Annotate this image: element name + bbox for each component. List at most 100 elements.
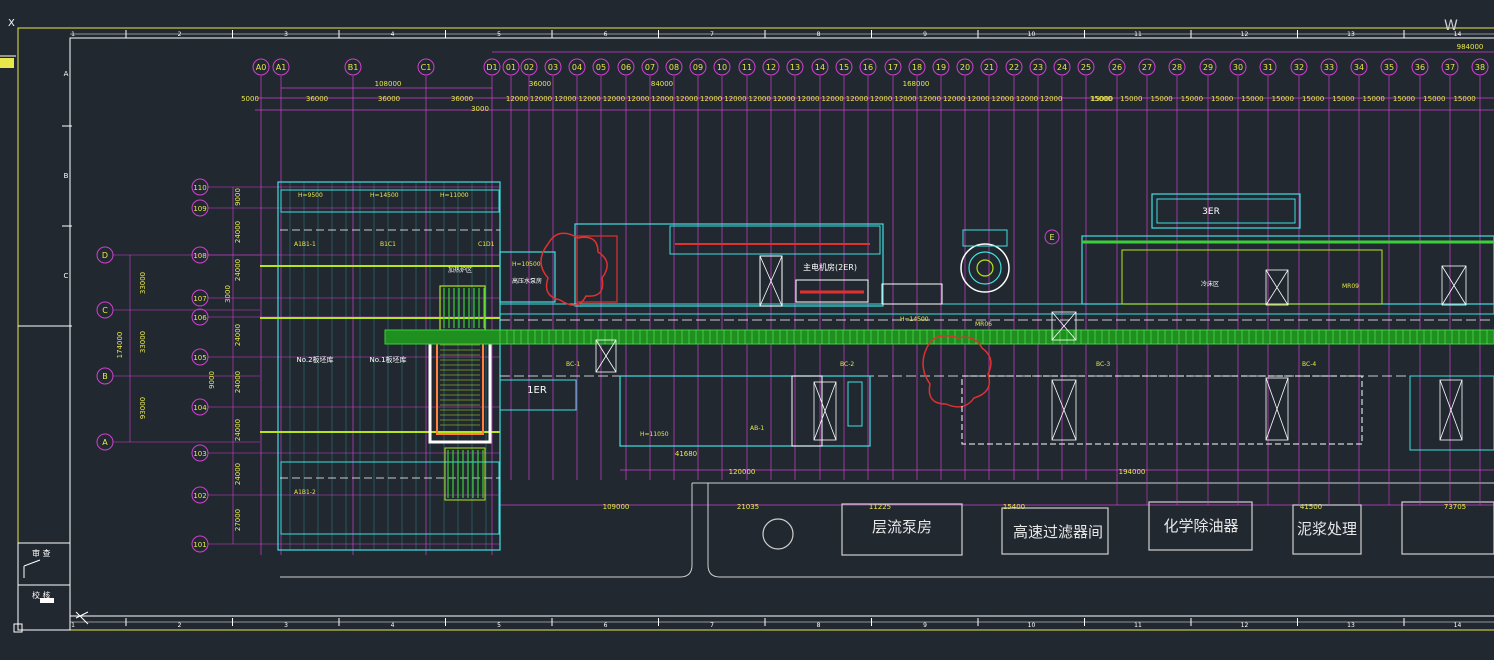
dimension-segment: 15000 (1150, 95, 1172, 103)
axis-bubble (1138, 58, 1156, 76)
dimension-segment: 12000 (1040, 95, 1062, 103)
axis-label: A0 (256, 63, 267, 72)
col-index-top: 11 (1134, 31, 1142, 38)
axis-label: 08 (669, 63, 679, 72)
axis-bubble (568, 58, 586, 76)
building-name: 化学除油器 (1163, 517, 1238, 535)
col-index-bottom: 11 (1134, 622, 1142, 629)
axis-bubble (665, 58, 683, 76)
dimension-segment: 15000 (1363, 95, 1385, 103)
axis-label: C1 (421, 63, 432, 72)
axis-label: 11 (742, 63, 752, 72)
dimension-top: 5000 (241, 95, 259, 103)
revision-cloud (540, 232, 608, 306)
dimension-top: 15000 (1091, 95, 1113, 103)
finishing-building (961, 375, 1363, 445)
annotation: MR09 (1342, 283, 1359, 290)
left-axis-label: 101 (193, 541, 206, 549)
axis-bubble (1350, 58, 1368, 76)
dimension-left: 24000 (234, 419, 242, 441)
left-axis-label: 102 (193, 492, 206, 500)
close-icon[interactable]: X (8, 18, 15, 29)
axis-label: 27 (1142, 63, 1152, 72)
col-index-top: 14 (1454, 31, 1462, 38)
dimension-segment: 12000 (821, 95, 843, 103)
axis-label: 25 (1081, 63, 1091, 72)
axis-bubble (641, 58, 659, 76)
dimension-left: 174000 (116, 332, 124, 359)
slab-yard-outline (277, 181, 501, 551)
axis-bubble (1471, 58, 1489, 76)
annotation: BC-4 (1302, 361, 1316, 368)
reheating-furnace (428, 330, 492, 444)
aux-axis-label: B (102, 372, 108, 381)
left-axis-label: 104 (193, 404, 207, 412)
axis-label: 03 (548, 63, 558, 72)
annotation: A1B1-2 (294, 489, 316, 496)
col-index-top: 9 (923, 31, 927, 38)
title-block-review: 审 查 (32, 549, 51, 558)
col-index-bottom: 13 (1347, 622, 1355, 629)
1er-room (499, 379, 577, 411)
dimension-segment: 15000 (1120, 95, 1142, 103)
left-axis-label: 106 (193, 314, 207, 322)
room-label: No.2板坯库 (296, 355, 333, 364)
cooling-bed (1121, 249, 1383, 305)
dimension-segment: 12000 (578, 95, 600, 103)
col-index-bottom: 14 (1454, 622, 1462, 629)
axis-label: 37 (1445, 63, 1455, 72)
round-tank (762, 518, 794, 550)
dimension-left: 24000 (234, 259, 242, 281)
building-name: 泥浆处理 (1297, 520, 1357, 538)
axis-label: 05 (596, 63, 606, 72)
dimension-bottom: 41680 (675, 450, 697, 458)
col-index-bottom: 4 (391, 622, 395, 629)
dimension-bottom: 120000 (729, 468, 756, 476)
axis-bubble (713, 58, 731, 76)
dimension-top: 168000 (903, 80, 930, 88)
row-index-letter: C (64, 272, 69, 280)
axis-bubble (1441, 58, 1459, 76)
dimension-segment: 12000 (967, 95, 989, 103)
dimension-segment: 12000 (1016, 95, 1038, 103)
auxiliary-building (1148, 501, 1253, 551)
axis-label: 22 (1009, 63, 1019, 72)
axis-bubble (1229, 58, 1247, 76)
col-index-top: 10 (1028, 31, 1036, 38)
view-cube-label[interactable]: W (1444, 18, 1458, 34)
dimension-segment: 12000 (773, 95, 795, 103)
axis-label: 34 (1354, 63, 1364, 72)
axis-label: 18 (912, 63, 922, 72)
dimension-bottom: 109000 (603, 503, 630, 511)
axis-label: 35 (1384, 63, 1394, 72)
axis-bubble (417, 58, 435, 76)
plant-layout (260, 181, 1494, 578)
dimension-segment: 12000 (749, 95, 771, 103)
dimension-segment: 12000 (676, 95, 698, 103)
axis-bubble (1259, 58, 1277, 76)
dimension-left: 33000 (139, 331, 147, 353)
dimension-top: 984000 (1457, 43, 1484, 51)
dimension-segment: 15000 (1393, 95, 1415, 103)
axis-label: 14 (815, 63, 825, 72)
lower-building-1 (619, 375, 871, 447)
col-index-top: 5 (497, 31, 501, 38)
axis-bubble (252, 58, 270, 76)
axis-bubble (859, 58, 877, 76)
axis-label: 15 (839, 63, 849, 72)
col-index-bottom: 9 (923, 622, 927, 629)
left-axis-label: 105 (193, 354, 206, 362)
left-axis-label: 107 (193, 295, 206, 303)
room-label: 1ER (527, 385, 547, 396)
dimension-segment: 12000 (943, 95, 965, 103)
dimension-segment: 15000 (1211, 95, 1233, 103)
auxiliary-building (1401, 501, 1494, 555)
dimension-segment: 15000 (1272, 95, 1294, 103)
col-index-bottom: 8 (817, 622, 821, 629)
motor-room-building (574, 223, 884, 307)
col-index-bottom: 12 (1241, 622, 1249, 629)
road-edge (280, 483, 693, 578)
